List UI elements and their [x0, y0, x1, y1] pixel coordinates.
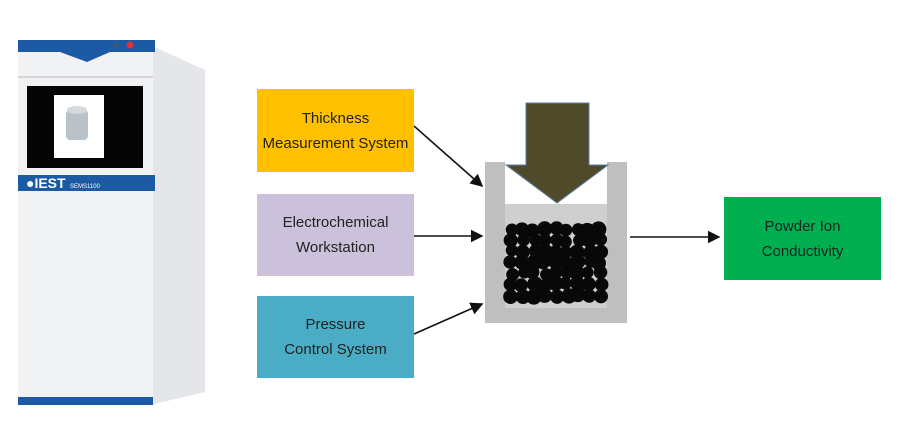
iest-sems1100-machine: ●IEST SEMS1100 — [18, 40, 205, 405]
powder-particle — [593, 244, 609, 260]
arrow-pressure — [413, 302, 484, 335]
electrochemical-label: Electrochemical Workstation — [282, 214, 389, 256]
powder-particle — [570, 253, 586, 269]
powder-particle — [515, 289, 531, 305]
output-label: Powder Ion Conductivity — [761, 217, 844, 260]
powder-particle — [537, 243, 553, 259]
powder-cell — [485, 102, 627, 323]
powder-particle — [559, 223, 573, 237]
powder-particle — [514, 254, 530, 270]
pressure-control-box: Pressure Control System — [257, 296, 414, 378]
powder-particle — [537, 221, 553, 237]
thickness-measurement-box: Thickness Measurement System — [257, 89, 414, 172]
powder-particle — [505, 244, 518, 257]
pressure-label: Pressure Control System — [284, 316, 387, 358]
powder-particle — [594, 232, 608, 246]
powder-particle — [547, 253, 564, 270]
powder-particle — [549, 265, 563, 279]
powder-particle — [514, 278, 528, 293]
powder-particle — [570, 275, 585, 291]
powder-particle — [558, 235, 572, 249]
powder-particle — [547, 275, 564, 291]
powder-particle — [581, 266, 594, 279]
thickness-label: Thickness Measurement System — [262, 109, 409, 152]
powder-particle — [569, 286, 586, 303]
powder-particle — [505, 223, 519, 236]
powder-particle — [525, 264, 540, 280]
electrochemical-workstation-box: Electrochemical Workstation — [257, 194, 414, 276]
powder-particle — [503, 233, 518, 248]
press-arrow — [504, 102, 610, 204]
powder-particle — [503, 277, 518, 292]
arrow-thickness — [413, 125, 484, 188]
powder-particle — [593, 265, 608, 280]
powder-particle — [537, 288, 553, 303]
powder-particle — [594, 277, 609, 292]
powder-ion-conductivity-box: Powder Ion Conductivity — [724, 197, 881, 280]
weight-icon — [66, 110, 88, 140]
powder-particle — [581, 232, 597, 248]
powder-particle — [503, 289, 518, 305]
powder-particle — [538, 233, 552, 247]
powder-particle — [529, 233, 543, 247]
powder-particle — [550, 289, 565, 304]
model-label: SEMS1100 — [70, 184, 101, 190]
powder-particle — [593, 289, 609, 304]
powder-particle — [569, 265, 585, 281]
connector-arrows — [413, 125, 721, 335]
powder-particle — [559, 245, 573, 259]
powder-particle — [517, 233, 531, 247]
brand-logo: ●IEST — [26, 175, 66, 191]
powder-particle — [558, 276, 572, 290]
powder-particle — [503, 255, 517, 269]
powder-particle — [581, 277, 596, 292]
powder-particle — [527, 276, 543, 292]
powder-particle — [535, 254, 551, 270]
powder-particle — [582, 289, 597, 303]
powder-particles — [503, 221, 609, 305]
